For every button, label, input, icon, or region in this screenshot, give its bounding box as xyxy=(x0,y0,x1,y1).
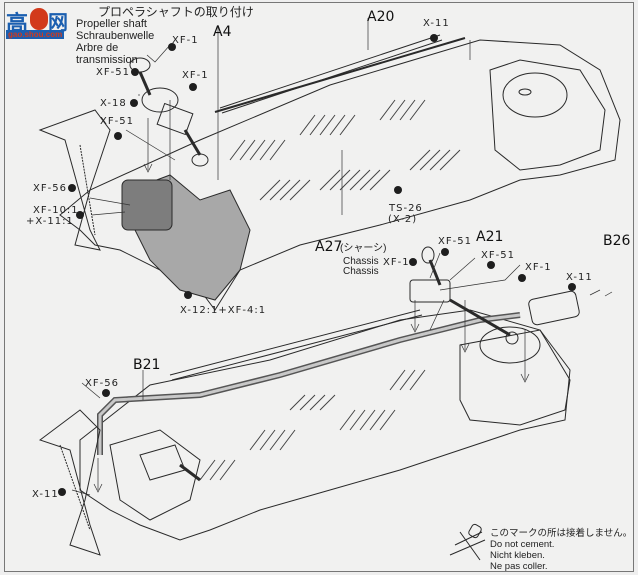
dot-xf51-b xyxy=(487,261,495,269)
step-title-french-1: Arbre de xyxy=(76,42,119,54)
screw-label-xf56: XF-56 xyxy=(33,183,67,194)
screw-label-x11: X-11 xyxy=(566,272,593,283)
dot-x12 xyxy=(184,291,192,299)
no-cement-note-fr: Ne pas coller. xyxy=(490,561,548,572)
dot-xf1-b xyxy=(518,274,526,282)
screw-label-xf51-top: XF-51 xyxy=(96,67,130,78)
part-label-a21: A21 xyxy=(476,229,504,245)
screw-label-xf1-top: XF-1 xyxy=(172,35,199,46)
dot-xf10 xyxy=(76,211,84,219)
part-label-a27-jp: (シャーシ) xyxy=(340,243,387,254)
screw-label-xf51-a: XF-51 xyxy=(438,236,472,247)
chassis-label-en: Chassis xyxy=(343,256,379,267)
part-label-b21: B21 xyxy=(133,357,161,373)
screw-label-xf10-2: +X-11:1 xyxy=(26,216,74,227)
upper-gearbox xyxy=(129,57,209,167)
step-title: プロペラシャフトの取り付け Propeller shaft Schraubenw… xyxy=(46,6,254,66)
upper-front-section xyxy=(38,109,111,251)
part-label-a4: A4 xyxy=(213,24,232,40)
screw-label-xf1-mid: XF-1 xyxy=(182,70,209,81)
lower-front-section xyxy=(38,409,101,556)
diagram-frame xyxy=(4,2,634,572)
dot-xf51-a xyxy=(441,248,449,256)
shaft-a20 xyxy=(214,37,466,113)
dot-xf1-mid xyxy=(189,83,197,91)
dot-x18 xyxy=(130,99,138,107)
dot-xf56 xyxy=(68,184,76,192)
screw-label-x12-xf4: X-12:1+XF-4:1 xyxy=(180,305,267,316)
step-title-french-2: transmission xyxy=(76,54,138,66)
no-cement-note-de: Nicht kleben. xyxy=(490,550,545,561)
screw-label-ts26-1: TS-26 xyxy=(389,203,423,214)
screw-label-x11-top: X-11 xyxy=(423,18,450,29)
step-title-english: Propeller shaft xyxy=(76,18,147,30)
muffler xyxy=(528,290,580,326)
dot-ts26 xyxy=(394,186,402,194)
dot-xf1-top xyxy=(168,43,176,51)
dot-x11 xyxy=(568,283,576,291)
lower-engine xyxy=(109,429,201,521)
lower-spare-tire xyxy=(479,326,541,364)
dot-x11-top xyxy=(430,34,438,42)
upper-chassis-rear xyxy=(489,59,606,171)
upper-spare-tire xyxy=(502,72,568,118)
screw-label-xf1-a: XF-1 xyxy=(383,257,410,268)
no-cement-note-jp: このマークの所は接着しません。 xyxy=(490,528,633,539)
watermark-site: gao.shou.com xyxy=(6,30,65,39)
lower-floor-slots xyxy=(199,369,426,481)
chassis-label-de: Chassis xyxy=(343,266,379,277)
dot-xf51-left xyxy=(114,132,122,140)
part-label-a20: A20 xyxy=(367,9,395,25)
watermark-char-2: 网 xyxy=(48,12,68,34)
dot-xf51-top xyxy=(131,68,139,76)
paint-markers xyxy=(58,34,576,496)
screw-label-x18: X-18 xyxy=(100,98,127,109)
screw-label-xf51-left: XF-51 xyxy=(100,116,134,127)
dot-x11-lower xyxy=(58,488,66,496)
no-cement-note-en: Do not cement. xyxy=(490,539,555,550)
dot-xf1-a xyxy=(409,258,417,266)
screw-label-xf10-1: XF-10:1 xyxy=(33,205,79,216)
no-cement-note: このマークの所は接着しません。 Do not cement. Nicht kle… xyxy=(490,528,632,572)
lower-chassis-outline xyxy=(79,309,571,541)
lower-side-rail xyxy=(169,309,423,381)
screw-label-ts26-2: (X-2) xyxy=(388,214,418,225)
lower-chassis-rear xyxy=(459,329,571,426)
screw-label-xf56-lower: XF-56 xyxy=(85,378,119,389)
watermark-logo: 高 网 gao.shou.com xyxy=(4,6,68,39)
watermark-thumb-icon xyxy=(30,8,48,30)
upper-chassis-outline xyxy=(59,39,621,311)
step-title-german: Schraubenwelle xyxy=(76,30,155,42)
upper-floor-slots xyxy=(229,99,461,201)
dot-xf56-lower xyxy=(102,389,110,397)
upper-engine-block xyxy=(121,179,173,231)
screw-label-xf51-b: XF-51 xyxy=(481,250,515,261)
screw-label-xf1-b: XF-1 xyxy=(525,262,552,273)
part-label-a27: A27 xyxy=(315,239,343,255)
step-title-japanese: プロペラシャフトの取り付け xyxy=(98,5,254,19)
part-label-b26: B26 xyxy=(603,233,631,249)
screw-label-x11-lower: X-11 xyxy=(32,489,59,500)
watermark-char-1: 高 xyxy=(6,11,29,36)
lower-gearbox xyxy=(409,246,519,345)
